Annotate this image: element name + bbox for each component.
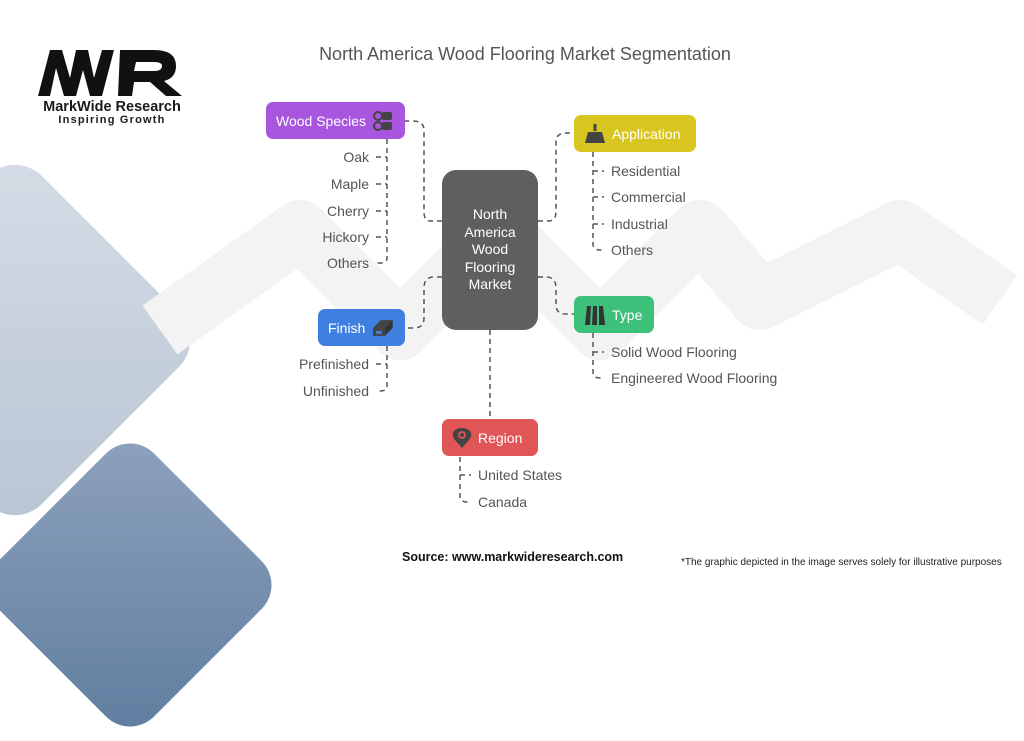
center-line: North: [472, 206, 508, 223]
center-line: America: [464, 223, 516, 240]
logo-mark: [38, 50, 182, 96]
wood-species-item: Cherry: [326, 203, 369, 219]
application-item: Industrial: [611, 216, 668, 232]
connector-wood-species: [405, 120, 442, 222]
application-node[interactable]: Application: [574, 115, 696, 152]
wood-species-item: Maple: [330, 176, 369, 192]
finish-label: Finish: [328, 319, 366, 336]
center-line: Wood: [471, 241, 509, 258]
finish-node[interactable]: Finish: [318, 309, 405, 346]
connector-type: [538, 276, 574, 315]
page-title: North America Wood Flooring Market Segme…: [319, 44, 731, 64]
center-line: Flooring: [464, 258, 516, 275]
wood-species-item: Others: [326, 255, 369, 271]
region-item: Canada: [478, 494, 528, 510]
finish-item: Unfinished: [302, 383, 369, 399]
application-item: Residential: [611, 163, 681, 179]
region-item: United States: [478, 467, 563, 483]
wood-species-node[interactable]: Wood Species: [266, 102, 405, 139]
type-node[interactable]: Type: [574, 296, 654, 333]
logo-tagline: Inspiring Growth: [58, 114, 166, 126]
connector-finish: [405, 276, 442, 329]
wood-species-label: Wood Species: [276, 112, 367, 129]
source-text: Source: www.markwideresearch.com: [402, 550, 624, 564]
wood-species-item: Hickory: [322, 229, 369, 245]
broom-icon: [585, 123, 605, 143]
region-node[interactable]: Region: [442, 419, 538, 456]
location-pin-icon: [452, 427, 472, 448]
wood-species-item: Oak: [343, 149, 369, 165]
connector-lines: [376, 120, 604, 503]
wood-logs-icon: [373, 110, 393, 131]
finish-item: Prefinished: [298, 356, 369, 372]
connector-application: [538, 132, 574, 222]
application-item: Others: [611, 242, 654, 258]
logo-name: MarkWide Research: [43, 99, 181, 115]
plank-icon: [373, 319, 394, 336]
center-line: Market: [468, 276, 512, 293]
type-item: Engineered Wood Flooring: [611, 370, 778, 386]
region-label: Region: [478, 429, 523, 446]
application-item: Commercial: [611, 189, 686, 205]
type-item: Solid Wood Flooring: [611, 344, 737, 360]
application-label: Application: [612, 125, 681, 142]
disclaimer-text: *The graphic depicted in the image serve…: [681, 557, 1002, 568]
type-label: Type: [612, 306, 643, 323]
center-node: North America Wood Flooring Market: [442, 170, 538, 330]
planks-icon: [585, 305, 605, 325]
